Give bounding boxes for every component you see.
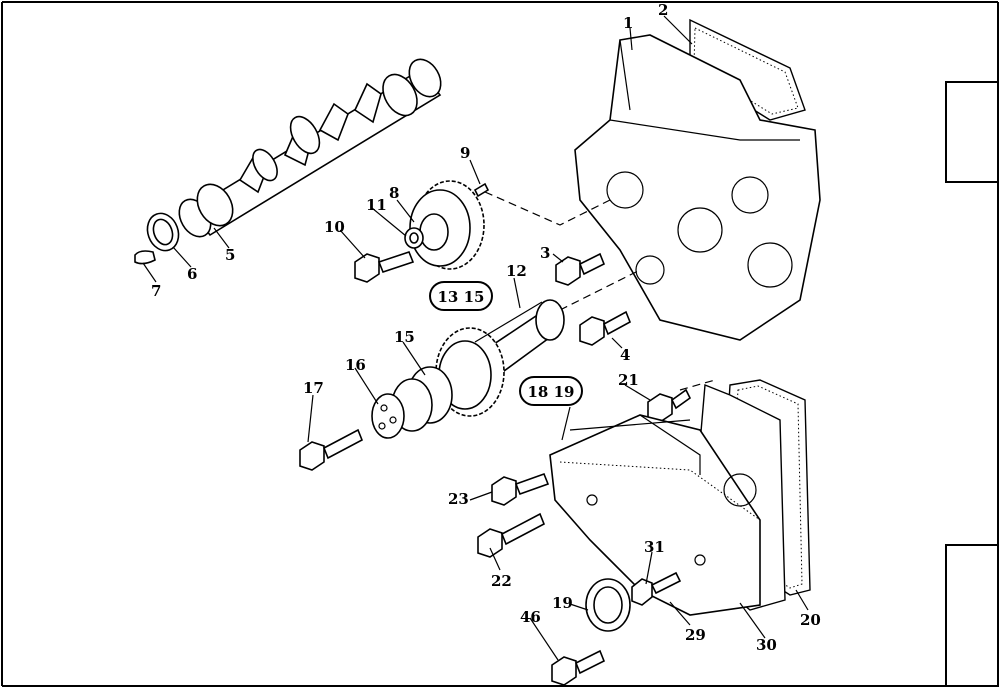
bolt-46 — [551, 649, 606, 686]
callout-5: 5 — [225, 246, 235, 264]
callout-31: 31 — [644, 538, 665, 556]
callout-6: 6 — [187, 265, 197, 283]
group-label-18-19: 18 19 — [528, 383, 575, 401]
callout-2: 2 — [658, 1, 668, 19]
callout-8: 8 — [389, 184, 399, 202]
callout-4: 4 — [620, 346, 630, 364]
callout-9: 9 — [460, 144, 470, 162]
callout-22: 22 — [491, 572, 512, 590]
dowel-pin — [473, 182, 490, 198]
callout-23: 23 — [448, 490, 469, 508]
bolt-10 — [354, 251, 415, 283]
idler-gear — [404, 180, 485, 270]
callout-12: 12 — [506, 262, 527, 280]
oil-seal — [585, 578, 631, 632]
callout-46: 46 — [520, 608, 541, 626]
callout-30: 30 — [756, 636, 777, 654]
callout-19: 19 — [552, 594, 573, 612]
callout-1: 1 — [623, 14, 633, 32]
timing-case — [574, 18, 821, 341]
alignment-line — [679, 379, 716, 391]
callout-29: 29 — [685, 626, 706, 644]
callout-3: 3 — [540, 244, 550, 262]
callout-7: 7 — [151, 282, 161, 300]
group-callout-13-15 — [429, 281, 493, 311]
callout-numbers: 1 2 3 4 5 6 7 8 9 10 11 12 15 16 17 19 2… — [151, 1, 821, 654]
margin-tab-top — [945, 81, 999, 183]
callout-11: 11 — [366, 196, 387, 214]
bolt-3 — [555, 252, 606, 286]
front-cover-assembly — [549, 379, 811, 616]
group-label-13-15: 13 15 — [438, 288, 485, 306]
alignment-line — [559, 269, 641, 311]
alignment-line — [484, 191, 611, 226]
bolt-31 — [631, 571, 682, 606]
callout-20: 20 — [800, 611, 821, 629]
leader-lines — [142, 15, 809, 661]
callout-21: 21 — [618, 371, 639, 389]
bolt-22 — [477, 512, 546, 558]
callout-16: 16 — [345, 356, 366, 374]
callout-17: 17 — [303, 379, 324, 397]
bolt-21 — [647, 388, 692, 423]
woodruff-key — [134, 250, 156, 265]
camshaft — [178, 58, 442, 238]
bolt-4 — [579, 310, 632, 346]
margin-tab-bottom — [945, 544, 999, 687]
callout-15: 15 — [394, 328, 415, 346]
bolt-17 — [299, 428, 364, 471]
group-callout-18-19 — [519, 376, 583, 406]
idler-shaft-assembly — [371, 299, 565, 439]
callout-10: 10 — [324, 218, 345, 236]
bolt-23 — [491, 472, 550, 506]
